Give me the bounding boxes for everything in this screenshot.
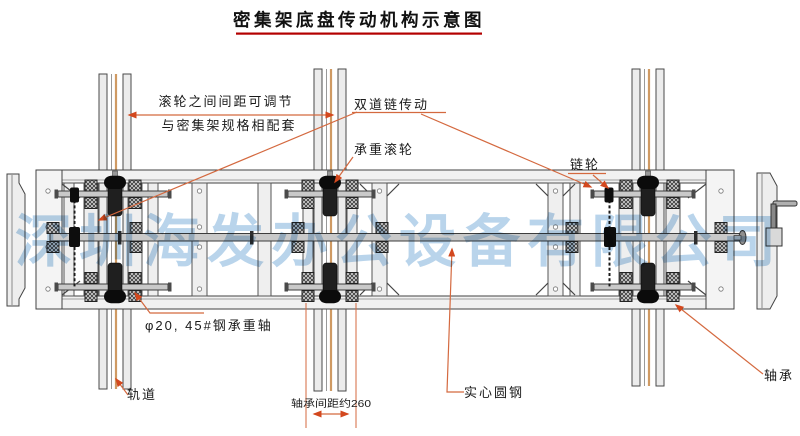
left-end-panel: [6, 173, 26, 307]
shaft-bolt: [168, 282, 172, 292]
load-roller-label: 承重滚轮: [354, 142, 414, 157]
track-left-outer-bar: [98, 73, 108, 390]
shaft-stub: [733, 235, 742, 241]
wheel-assembly-middle: [284, 170, 376, 304]
shaft-bolt: [372, 282, 376, 292]
track-middle-outer-bar: [313, 68, 323, 392]
rail-track-label: 轨道: [127, 387, 157, 402]
shaft-bearing-blocks: [46, 222, 728, 253]
bottom-roller-flange: [104, 290, 126, 303]
shaft-bolt: [692, 189, 696, 199]
bearing-label: 轴承: [764, 368, 794, 383]
crank-panel: [733, 172, 798, 310]
shaft-collar: [694, 231, 698, 245]
crank-gearbox: [765, 227, 783, 247]
shaft-bolt: [54, 282, 58, 292]
shaft-bolt: [54, 189, 58, 199]
top-roller-flange: [637, 176, 659, 189]
crank-handle: [772, 200, 798, 207]
double-chain-leader-right: [420, 113, 593, 188]
bearing-blocks: [301, 179, 359, 302]
track-middle-outer-bar: [337, 68, 347, 392]
shaft-bolt: [590, 189, 594, 199]
track-right-outer-bar: [655, 68, 665, 387]
shaft-bolt: [692, 282, 696, 292]
top-sprocket: [604, 187, 614, 203]
load-roller-leader: [334, 156, 354, 184]
annotations: [97, 111, 764, 428]
shaft-bolt: [372, 189, 376, 199]
solid-steel-leader: [446, 247, 464, 393]
top-sprocket: [70, 187, 79, 203]
shaft-bolt: [284, 189, 288, 199]
shaft-sprocket: [604, 227, 616, 247]
load-shaft-leader: [134, 291, 204, 314]
sprocket-label: 链轮: [570, 157, 600, 172]
double-chain-leader-left: [97, 111, 358, 221]
shaft-bolt: [590, 282, 594, 292]
sprocket-leader: [592, 174, 610, 189]
top-roller-flange: [104, 176, 126, 189]
wheel-assembly-right: [590, 170, 696, 304]
company-watermark: 深圳海发办公设备有限公司: [15, 210, 783, 274]
double-chain-label: 双道链传动: [354, 97, 429, 112]
shaft-sprocket: [69, 227, 80, 247]
roller-spacing-label-line1: 滚轮之间间距可调节: [158, 94, 293, 109]
roller-spacing-label-line2: 与密集架规格相配套: [161, 118, 296, 133]
labels: 滚轮之间间距可调节 与密集架规格相配套 双道链传动 承重滚轮 链轮 φ20, 4…: [127, 94, 794, 410]
track-left: [98, 73, 132, 390]
bearing-spacing-label: 轴承间距约260: [291, 397, 372, 410]
title-block: 密集架底盘传动机构示意图: [233, 10, 485, 35]
shaft-collar: [250, 231, 254, 245]
rail-track-leader: [115, 377, 129, 396]
bearing-leader: [674, 304, 764, 375]
wheel-assembly-left: [54, 170, 172, 304]
bottom-roller-flange: [319, 290, 341, 303]
shaft-collar: [118, 231, 122, 245]
bottom-roller-flange: [637, 290, 659, 303]
load-shaft-label: φ20, 45#钢承重轴: [145, 318, 273, 333]
bearing-blocks: [619, 179, 680, 302]
title-underline: [236, 32, 482, 35]
shaft-bolt: [168, 189, 172, 199]
solid-steel-label: 实心圆钢: [464, 385, 524, 400]
shaft-bolt: [284, 282, 288, 292]
page-title: 密集架底盘传动机构示意图: [233, 10, 485, 30]
